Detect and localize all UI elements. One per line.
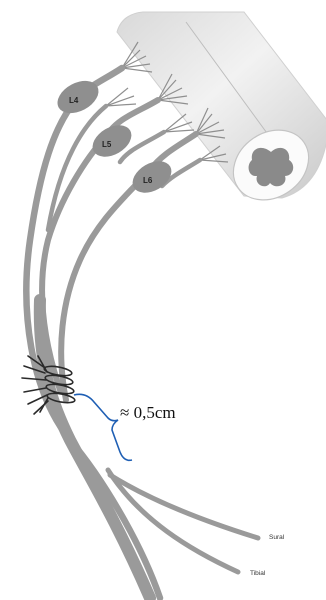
root-label-l4: L4 — [69, 96, 79, 105]
root-label-l5: L5 — [102, 140, 112, 149]
branch-label-tibial: Tibial — [250, 570, 266, 577]
root-label-l6: L6 — [143, 176, 153, 185]
branch-label-sural: Sural — [269, 534, 285, 541]
measurement-label: ≈ 0,5cm — [120, 403, 176, 422]
sciatic-nerve-trunk — [40, 300, 150, 598]
